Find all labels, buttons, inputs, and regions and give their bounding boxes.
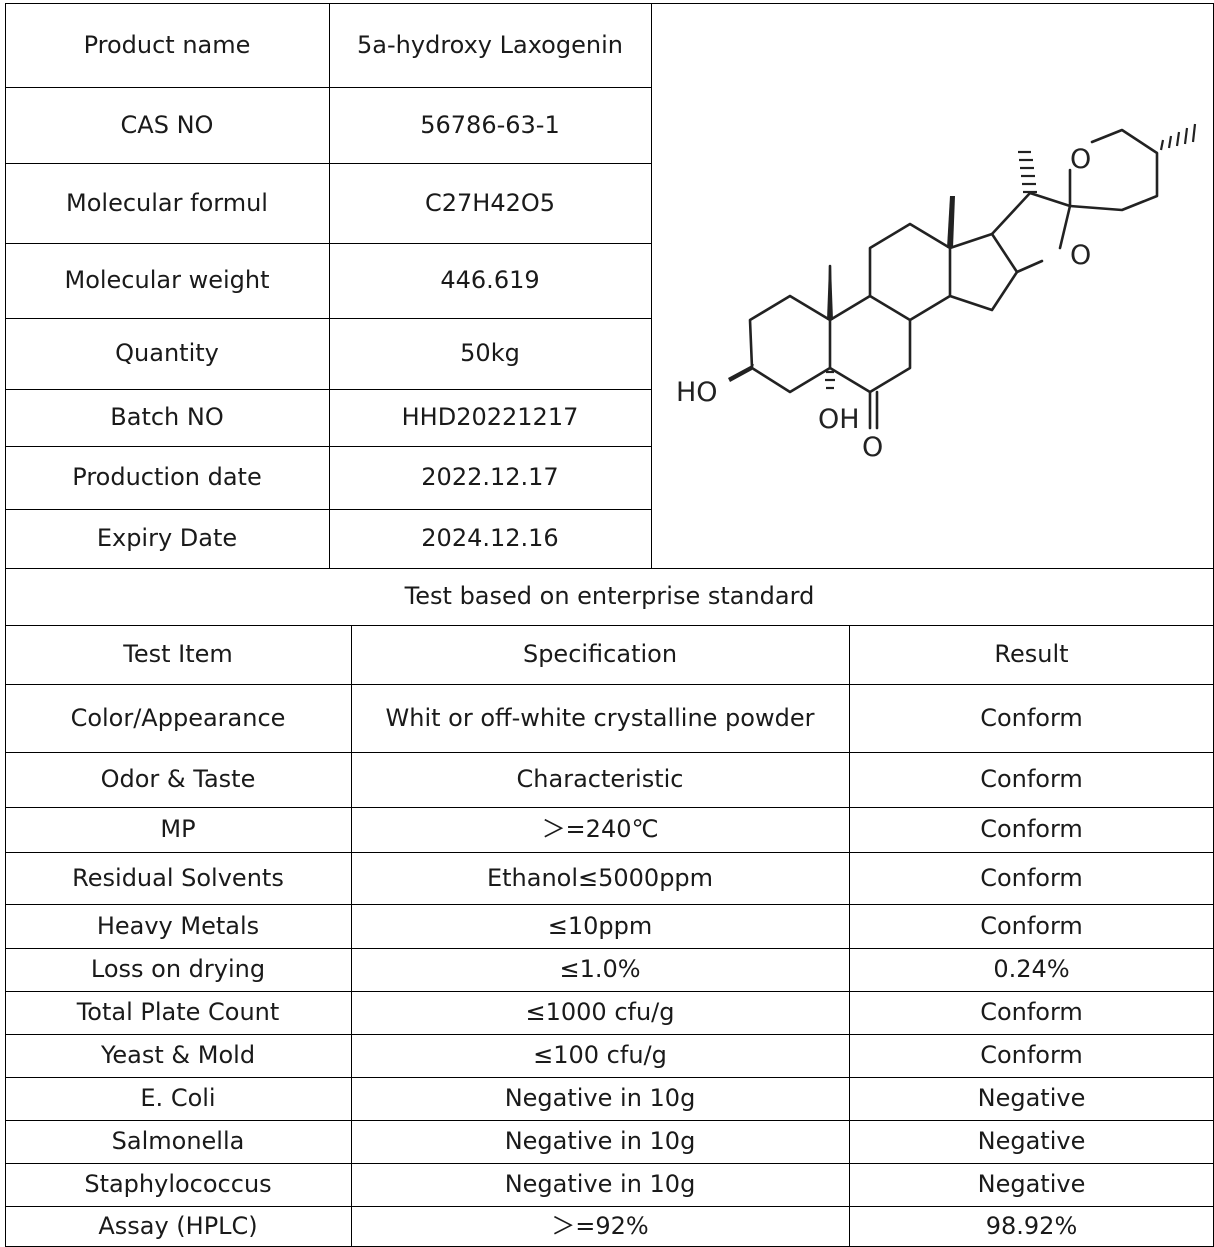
test-result: Conform [980, 815, 1083, 844]
header-result: Result [994, 640, 1069, 669]
info-label-batch-no: Batch NO [110, 403, 224, 432]
info-value-expiry-date: 2024.12.16 [421, 524, 559, 553]
test-spec: Negative in 10g [504, 1170, 696, 1199]
section-title: Test based on enterprise standard [404, 582, 815, 611]
info-value-product-name: 5a-hydroxy Laxogenin [357, 30, 623, 59]
test-item: Assay (HPLC) [98, 1212, 258, 1241]
test-item: Odor & Taste [100, 765, 256, 794]
test-spec: ＞=92% [551, 1212, 649, 1241]
test-spec: Characteristic [516, 765, 684, 794]
test-result: Conform [980, 765, 1083, 794]
test-result: Conform [980, 911, 1083, 940]
test-spec: Negative in 10g [504, 1084, 696, 1113]
header-specification: Specification [522, 640, 678, 669]
test-result: Conform [980, 1041, 1083, 1070]
structure-label-ketone-o: O [862, 432, 883, 463]
info-value-production-date: 2022.12.17 [421, 463, 559, 492]
test-item: Residual Solvents [72, 863, 284, 892]
test-result: Conform [980, 998, 1083, 1027]
test-item: Salmonella [111, 1127, 245, 1156]
test-result: 0.24% [993, 955, 1070, 984]
structure-bonds [748, 128, 1159, 430]
info-label-molecular-formula: Molecular formul [66, 188, 268, 217]
test-item: Total Plate Count [76, 998, 280, 1027]
chemical-structure-diagram: HO OH O O O [676, 123, 1197, 463]
header-test-item: Test Item [123, 640, 233, 669]
test-item: Loss on drying [90, 955, 266, 984]
structure-label-ring-o-mid: O [1070, 240, 1091, 271]
info-value-molecular-weight: 446.619 [440, 266, 540, 295]
test-item: Heavy Metals [96, 911, 260, 940]
structure-atom-labels: HO OH O O O [676, 144, 1091, 463]
test-item: Yeast & Mold [100, 1041, 256, 1070]
test-result: 98.92% [985, 1212, 1078, 1241]
test-spec: ＞=240℃ [541, 815, 659, 844]
test-result: Conform [980, 863, 1083, 892]
info-value-quantity: 50kg [460, 339, 520, 368]
info-label-production-date: Production date [72, 463, 262, 492]
test-item: MP [160, 815, 196, 844]
test-item: E. Coli [140, 1084, 216, 1113]
info-label-expiry-date: Expiry Date [96, 524, 238, 553]
structure-label-ho: HO [676, 377, 718, 408]
structure-wedges [728, 196, 955, 382]
test-result: Negative [977, 1127, 1086, 1156]
test-spec: ≤100 cfu/g [533, 1041, 667, 1070]
test-item: Color/Appearance [70, 703, 286, 732]
test-spec: ≤1000 cfu/g [525, 998, 675, 1027]
info-label-molecular-weight: Molecular weight [64, 266, 270, 295]
structure-hashes [825, 123, 1197, 390]
test-spec: ≤10ppm [547, 911, 653, 940]
info-label-quantity: Quantity [115, 339, 219, 368]
structure-label-ring-o-top: O [1070, 144, 1091, 175]
test-result: Conform [980, 703, 1083, 732]
info-value-batch-no: HHD20221217 [401, 403, 579, 432]
info-label-product-name: Product name [83, 30, 251, 59]
test-spec: ≤1.0% [559, 955, 641, 984]
info-value-molecular-formula: C27H42O5 [424, 188, 556, 217]
test-item: Staphylococcus [84, 1170, 272, 1199]
info-value-cas-no: 56786-63-1 [420, 110, 560, 139]
structure-label-oh: OH [818, 404, 860, 435]
test-spec: Ethanol≤5000ppm [486, 863, 714, 892]
test-result: Negative [977, 1170, 1086, 1199]
test-spec: Whit or off-white crystalline powder [385, 703, 815, 732]
certificate-of-analysis: Product name 5a-hydroxy Laxogenin CAS NO… [5, 3, 1214, 1247]
test-result: Negative [977, 1084, 1086, 1113]
test-spec: Negative in 10g [504, 1127, 696, 1156]
info-label-cas-no: CAS NO [120, 110, 214, 139]
